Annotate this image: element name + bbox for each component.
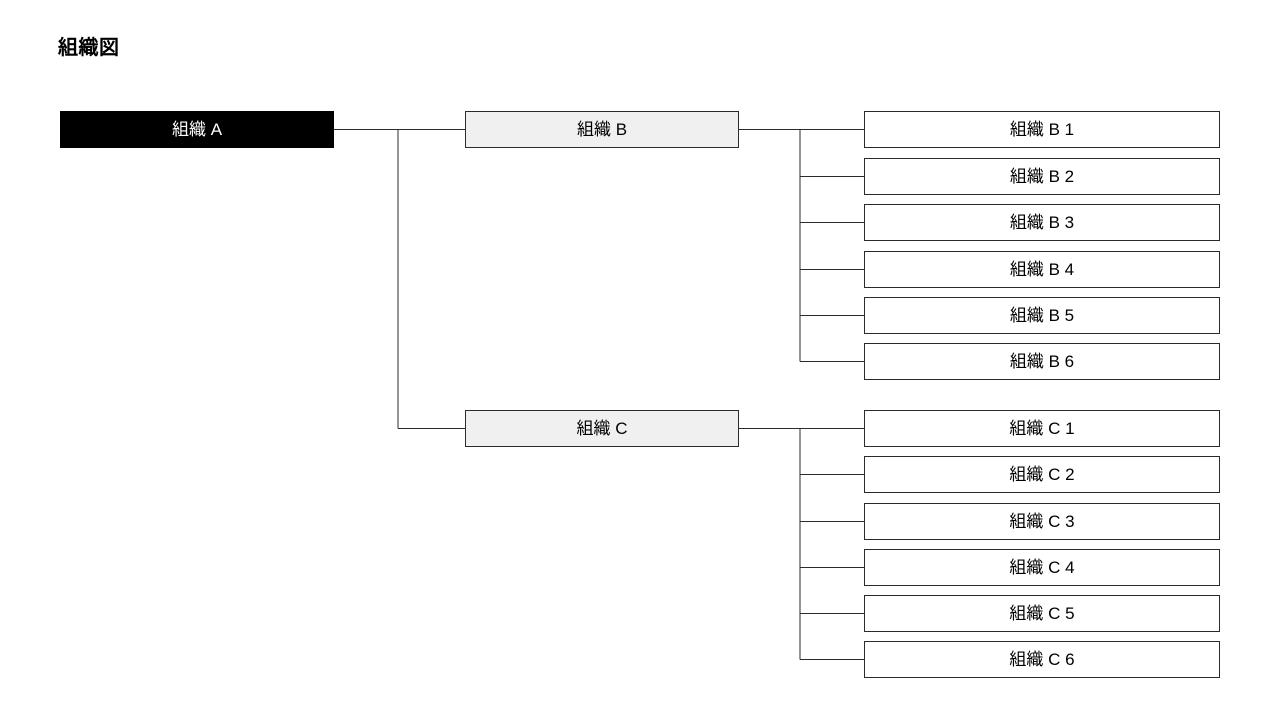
org-node-leaf-1-6[interactable]: 組織 B 6: [864, 343, 1220, 380]
node-label: 組織 C: [576, 419, 628, 438]
node-label: 組織 B 3: [1009, 213, 1075, 232]
org-node-leaf-2-2[interactable]: 組織 C 2: [864, 456, 1220, 493]
org-node-leaf-1-1[interactable]: 組織 B 1: [864, 111, 1220, 148]
org-node-branch-1[interactable]: 組織 B: [465, 111, 739, 148]
node-label: 組織 B 4: [1009, 260, 1075, 279]
org-node-leaf-1-5[interactable]: 組織 B 5: [864, 297, 1220, 334]
node-label: 組織 B 2: [1009, 167, 1075, 186]
org-node-branch-2[interactable]: 組織 C: [465, 410, 739, 447]
org-node-leaf-1-4[interactable]: 組織 B 4: [864, 251, 1220, 288]
org-node-leaf-2-3[interactable]: 組織 C 3: [864, 503, 1220, 540]
page-title: 組織図: [58, 37, 120, 59]
node-label: 組織 C 5: [1009, 604, 1075, 623]
node-label: 組織 A: [171, 120, 223, 139]
org-node-leaf-1-2[interactable]: 組織 B 2: [864, 158, 1220, 195]
node-label: 組織 B: [576, 120, 628, 139]
org-node-root[interactable]: 組織 A: [60, 111, 334, 148]
node-label: 組織 C 6: [1009, 650, 1075, 669]
node-label: 組織 B 6: [1009, 352, 1075, 371]
node-label: 組織 C 2: [1009, 465, 1075, 484]
org-node-leaf-2-5[interactable]: 組織 C 5: [864, 595, 1220, 632]
node-label: 組織 C 1: [1009, 419, 1075, 438]
org-node-leaf-2-4[interactable]: 組織 C 4: [864, 549, 1220, 586]
node-label: 組織 C 3: [1009, 512, 1075, 531]
node-label: 組織 B 5: [1009, 306, 1075, 325]
org-node-leaf-2-6[interactable]: 組織 C 6: [864, 641, 1220, 678]
org-node-leaf-2-1[interactable]: 組織 C 1: [864, 410, 1220, 447]
node-label: 組織 C 4: [1009, 558, 1075, 577]
org-node-leaf-1-3[interactable]: 組織 B 3: [864, 204, 1220, 241]
node-label: 組織 B 1: [1009, 120, 1075, 139]
